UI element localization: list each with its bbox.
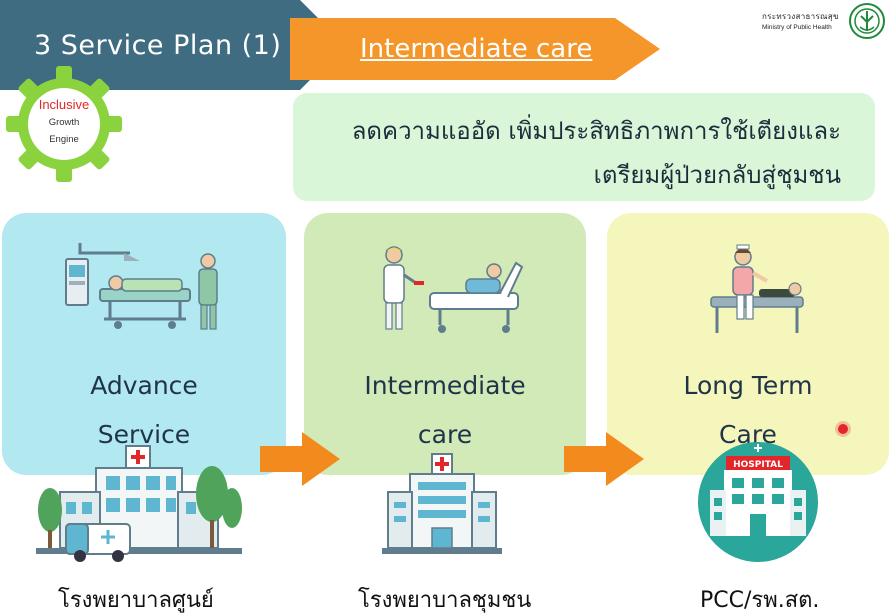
regional-hospital-icon bbox=[36, 445, 242, 562]
surgery-scene-icon bbox=[65, 243, 218, 330]
ministry-name: กระทรวงสาธารณสุข Ministry of Public Heal… bbox=[762, 4, 888, 38]
laser-pointer-dot bbox=[838, 424, 848, 434]
ministry-logo-icon bbox=[849, 3, 885, 39]
header-banner-orange bbox=[290, 18, 660, 80]
card-long-term-care: Long Term Care bbox=[607, 213, 889, 475]
card-label-line1: Long Term bbox=[683, 371, 813, 400]
community-hospital-icon bbox=[382, 453, 502, 554]
goal-line1: ลดความแออัด เพิ่มประสิทธิภาพการใช้เตียงแ… bbox=[351, 117, 841, 145]
card-intermediate-care: Intermediate care bbox=[304, 213, 586, 475]
hospital-label-pcc: PCC/รพ.สต. bbox=[700, 588, 820, 613]
card-advance-service: Advance Service bbox=[2, 213, 286, 475]
slide-subtitle: Intermediate care bbox=[360, 34, 593, 64]
gear-icon bbox=[6, 66, 122, 182]
card-label: Intermediate care bbox=[304, 361, 586, 459]
hospital-label-regional: โรงพยาบาลศูนย์ bbox=[58, 588, 214, 613]
rehabilitation-scene-icon bbox=[710, 244, 804, 333]
ministry-thai-name: กระทรวงสาธารณสุข bbox=[762, 12, 839, 21]
card-label-line1: Intermediate bbox=[364, 371, 526, 400]
card-label-line1: Advance bbox=[90, 371, 198, 400]
inclusive-growth-engine-badge: Inclusive Growth Engine bbox=[22, 96, 106, 148]
goal-statement-box: ลดความแออัด เพิ่มประสิทธิภาพการใช้เตียงแ… bbox=[293, 93, 875, 201]
card-label-line2: Service bbox=[97, 420, 191, 449]
goal-line2: เตรียมผู้ป่วยกลับสู่ชุมชน bbox=[593, 161, 841, 189]
hospital-label-community: โรงพยาบาลชุมชน bbox=[358, 588, 532, 613]
badge-line2: Growth bbox=[48, 117, 80, 128]
arrow-right-icon bbox=[260, 432, 340, 486]
card-label-line2: care bbox=[417, 420, 473, 449]
badge-line3: Engine bbox=[49, 134, 79, 145]
arrow-right-icon bbox=[564, 432, 644, 486]
ministry-english-name: Ministry of Public Health bbox=[762, 24, 832, 31]
patient-bed-scene-icon bbox=[383, 246, 524, 333]
slide-title: 3 Service Plan (1) bbox=[34, 30, 282, 61]
badge-line1: Inclusive bbox=[38, 97, 90, 112]
hospital-sign-label: HOSPITAL bbox=[733, 460, 783, 470]
card-label: Advance Service bbox=[2, 361, 286, 459]
health-center-icon: HOSPITAL bbox=[698, 442, 818, 562]
